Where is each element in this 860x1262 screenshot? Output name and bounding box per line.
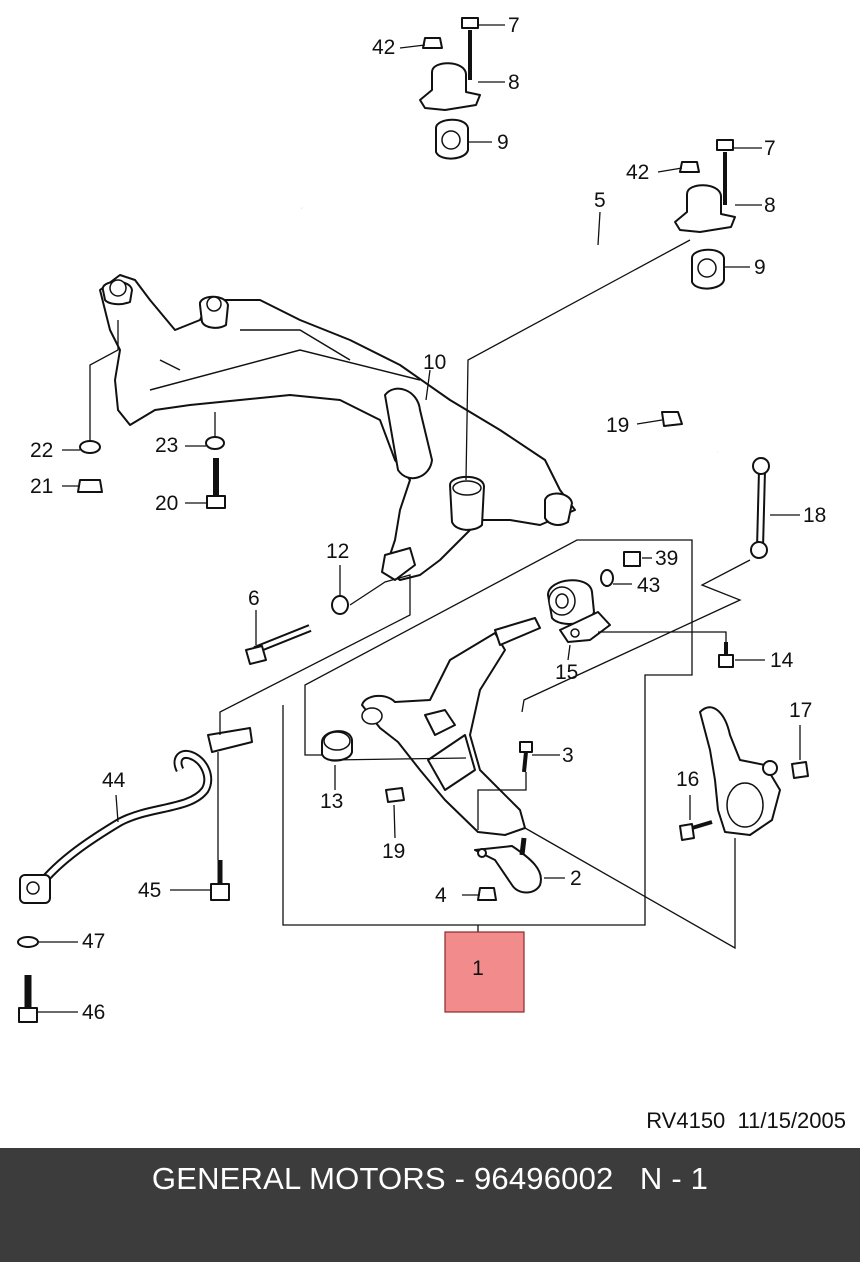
callout-19-lower: 19 <box>382 840 405 863</box>
callout-7-upper: 7 <box>508 14 520 37</box>
callout-4: 4 <box>435 884 447 907</box>
callout-43: 43 <box>637 574 660 597</box>
bolt-3 <box>519 741 533 753</box>
callout-46: 46 <box>82 1001 105 1024</box>
washer-23 <box>205 436 225 450</box>
callout-39: 39 <box>655 547 678 570</box>
callout-16: 16 <box>676 768 699 791</box>
bolt-7a-head <box>461 17 479 29</box>
callout-18: 18 <box>803 504 826 527</box>
callout-10: 10 <box>423 351 446 374</box>
group-frame <box>282 539 693 926</box>
callout-23: 23 <box>155 434 178 457</box>
rear-bushing[interactable] <box>547 579 611 643</box>
callout-2: 2 <box>570 867 582 890</box>
bolt-45 <box>210 883 230 901</box>
ball-joint[interactable] <box>474 837 542 894</box>
washer-43 <box>600 569 614 587</box>
callout-21: 21 <box>30 475 53 498</box>
highlighted-part-1[interactable]: 1 <box>444 931 525 1013</box>
washer-12 <box>331 595 349 615</box>
bar-bracket <box>207 727 253 753</box>
callout-6: 6 <box>248 587 260 610</box>
bolt-6 <box>245 645 267 665</box>
bolt-7b-head <box>716 139 734 151</box>
callout-17: 17 <box>789 699 812 722</box>
bolt-16 <box>679 823 695 841</box>
nut-21 <box>77 479 103 493</box>
callout-12: 12 <box>326 540 349 563</box>
callout-numbers: 42 7 8 9 42 7 8 9 5 10 22 21 23 20 19 18… <box>30 14 826 1024</box>
highlight-box <box>444 931 525 1013</box>
callout-42-lower: 42 <box>626 161 649 184</box>
hardware <box>17 411 809 1023</box>
callout-7-lower: 7 <box>764 137 776 160</box>
callout-5: 5 <box>594 189 606 212</box>
front-bushing[interactable] <box>321 730 353 762</box>
callout-15: 15 <box>555 661 578 684</box>
drawing-reference: RV4150 11/15/2005 <box>646 1108 846 1133</box>
steering-knuckle[interactable] <box>699 706 781 836</box>
bolt-14 <box>718 654 734 668</box>
callout-20: 20 <box>155 492 178 515</box>
crossmember-arm <box>384 387 433 480</box>
washer-22 <box>79 440 101 454</box>
leader-lines <box>38 24 801 1013</box>
washer-47 <box>17 936 39 948</box>
callout-8-upper: 8 <box>508 71 520 94</box>
footer-text: GENERAL MOTORS - 96496002 N - 1 <box>151 1161 709 1196</box>
arm-bushing-rear <box>544 492 573 526</box>
nut-39 <box>623 551 641 567</box>
callout-9-lower: 9 <box>754 256 766 279</box>
bolt-20 <box>206 495 226 509</box>
stabilizer-bar-left[interactable] <box>19 749 213 904</box>
arm-rear-pivot <box>494 617 541 646</box>
nut-17 <box>791 761 809 779</box>
crossmember[interactable] <box>99 274 576 581</box>
callout-14: 14 <box>770 649 794 672</box>
callout-8-lower: 8 <box>764 194 776 217</box>
callout-19-upper: 19 <box>606 414 629 437</box>
callout-47: 47 <box>82 930 105 953</box>
callout-44: 44 <box>102 769 126 792</box>
nut-42a <box>422 37 443 49</box>
parts-diagram: 1 <box>17 14 826 1024</box>
callout-9-upper: 9 <box>497 131 509 154</box>
arm-label-plate <box>424 709 456 736</box>
bar-clamp-lower[interactable] <box>674 139 736 290</box>
arm-reinforcement <box>427 734 476 791</box>
lower-control-arm[interactable] <box>361 617 541 836</box>
callout-42-upper: 42 <box>372 36 395 59</box>
callout-22: 22 <box>30 439 53 462</box>
nut-4 <box>477 887 497 901</box>
footer-bar: GENERAL MOTORS - 96496002 N - 1 <box>0 1148 860 1262</box>
stabilizer-link[interactable] <box>750 457 770 559</box>
bolt-46 <box>18 1007 38 1023</box>
callout-3: 3 <box>562 744 574 767</box>
nut-19a <box>661 411 683 427</box>
callout-45: 45 <box>138 879 161 902</box>
stabilizer-bar[interactable] <box>299 193 721 453</box>
nut-42b <box>679 161 700 173</box>
nut-19b <box>385 787 405 803</box>
bar-clamp-upper[interactable] <box>419 17 481 160</box>
callout-1: 1 <box>472 957 484 980</box>
callout-13: 13 <box>320 790 343 813</box>
crossmember-bracket <box>381 547 416 581</box>
